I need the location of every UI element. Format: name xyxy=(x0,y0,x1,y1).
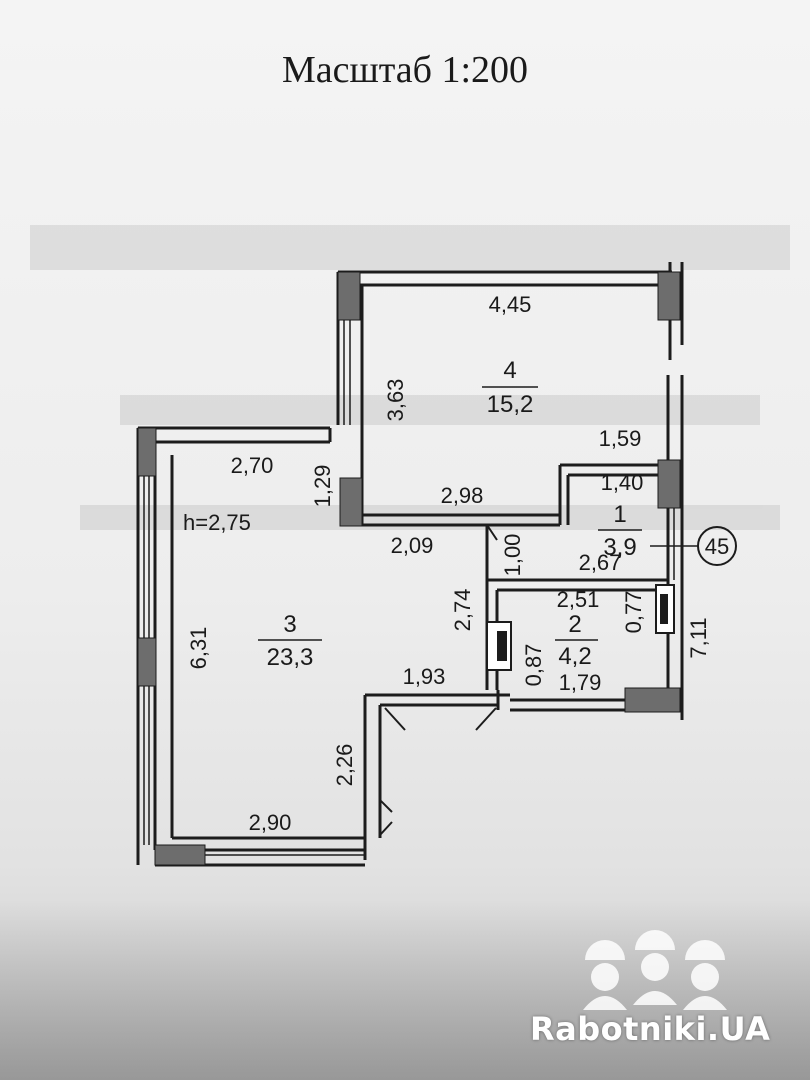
dim-2-26: 2,26 xyxy=(332,744,357,787)
bleed-through-background xyxy=(30,225,790,530)
dim-1-00: 1,00 xyxy=(500,534,525,577)
dim-1-29: 1,29 xyxy=(310,465,335,508)
dim-2-51: 2,51 xyxy=(557,587,600,612)
ceiling-height: h=2,75 xyxy=(183,510,251,535)
dim-1-93: 1,93 xyxy=(403,664,446,689)
dim-7-11: 7,11 xyxy=(686,617,711,658)
watermark-text: Rabotniki.UA xyxy=(530,1010,771,1048)
dim-4-45: 4,45 xyxy=(489,292,532,317)
dim-2-67: 2,67 xyxy=(579,550,622,575)
dim-0-87: 0,87 xyxy=(521,644,546,687)
room-4-area: 15,2 xyxy=(487,391,534,418)
apartment-number-callout: 45 xyxy=(650,526,737,566)
windows xyxy=(143,320,675,856)
apartment-number: 45 xyxy=(705,534,729,559)
ventilation-shafts xyxy=(486,584,675,671)
columns xyxy=(137,271,681,866)
scale-title: Масштаб 1:200 xyxy=(281,49,529,91)
dim-3-63: 3,63 xyxy=(383,379,408,422)
room-3-number: 3 xyxy=(283,611,296,638)
dim-0-77: 0,77 xyxy=(621,591,646,634)
dim-1-59: 1,59 xyxy=(599,426,642,451)
dim-2-70: 2,70 xyxy=(231,453,274,478)
room-labels: 4 15,2 1 3,9 2 4,2 3 23,3 h=2,75 xyxy=(183,357,642,671)
room-3-area: 23,3 xyxy=(267,644,314,671)
dimension-labels: 4,45 3,63 1,59 1,40 2,70 1,29 2,98 2,09 … xyxy=(186,292,711,835)
photo-shadow xyxy=(0,900,810,1080)
room-4-number: 4 xyxy=(503,357,516,384)
doors xyxy=(379,524,498,836)
dim-2-90: 2,90 xyxy=(249,810,292,835)
watermark-workers-icon xyxy=(583,930,727,1010)
room-2-area: 4,2 xyxy=(558,643,591,670)
room-1-number: 1 xyxy=(613,501,626,528)
room-1-area: 3,9 xyxy=(603,534,636,561)
dim-2-09: 2,09 xyxy=(391,533,434,558)
dim-2-98: 2,98 xyxy=(441,483,484,508)
dim-2-74: 2,74 xyxy=(450,589,475,632)
dim-1-79: 1,79 xyxy=(559,670,602,695)
room-2-number: 2 xyxy=(568,611,581,638)
dim-1-40: 1,40 xyxy=(601,470,644,495)
dim-6-31: 6,31 xyxy=(186,627,211,670)
